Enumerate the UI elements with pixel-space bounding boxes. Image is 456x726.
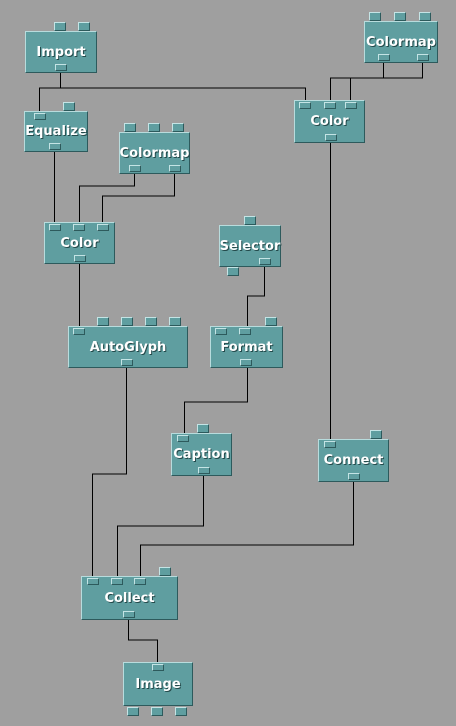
output-port[interactable] xyxy=(417,54,429,61)
input-port[interactable] xyxy=(345,102,357,109)
module-selector[interactable]: Selector xyxy=(219,216,281,276)
module-label: Selector xyxy=(219,238,281,254)
input-port[interactable] xyxy=(121,317,133,326)
module-colormap-left[interactable]: Colormap xyxy=(119,123,190,174)
input-port[interactable] xyxy=(197,424,209,433)
input-port[interactable] xyxy=(124,123,136,132)
wire-colormap-left-color-left-a xyxy=(79,174,135,222)
input-port[interactable] xyxy=(172,123,184,132)
input-port[interactable] xyxy=(369,12,381,21)
input-port[interactable] xyxy=(152,664,164,671)
output-port[interactable] xyxy=(151,707,163,716)
input-port[interactable] xyxy=(97,317,109,326)
output-port[interactable] xyxy=(198,467,210,474)
wire-collect-image xyxy=(128,620,158,662)
output-port[interactable] xyxy=(259,258,271,265)
module-label: Caption xyxy=(173,447,230,462)
module-label: Image xyxy=(135,676,181,692)
module-equalize[interactable]: Equalize xyxy=(24,102,88,152)
wire-caption-collect xyxy=(117,476,204,576)
wire-import-color-right xyxy=(60,73,306,100)
input-port[interactable] xyxy=(324,441,336,448)
input-port[interactable] xyxy=(145,317,157,326)
module-label: Equalize xyxy=(25,124,87,139)
module-label: Format xyxy=(220,339,273,355)
input-port[interactable] xyxy=(97,224,109,231)
output-port[interactable] xyxy=(123,611,135,618)
input-port[interactable] xyxy=(49,224,61,231)
input-port[interactable] xyxy=(324,102,336,109)
output-port[interactable] xyxy=(74,255,86,262)
module-color-left[interactable]: Color xyxy=(44,222,115,264)
module-label: Connect xyxy=(323,453,384,468)
input-port[interactable] xyxy=(134,578,146,585)
wire-import-equalize xyxy=(39,73,61,111)
input-port[interactable] xyxy=(63,102,75,111)
module-label: Collect xyxy=(104,590,155,606)
input-port[interactable] xyxy=(73,224,85,231)
input-port[interactable] xyxy=(159,567,171,576)
input-port[interactable] xyxy=(73,328,85,335)
input-port[interactable] xyxy=(370,430,382,439)
output-port[interactable] xyxy=(378,54,390,61)
module-image[interactable]: Image xyxy=(123,662,193,716)
wire-selector-format xyxy=(247,267,265,326)
wire-autoglyph-collect xyxy=(92,368,127,576)
wire-colormap-left-color-left-b xyxy=(102,174,175,222)
output-port[interactable] xyxy=(325,134,337,141)
output-port[interactable] xyxy=(240,359,252,366)
output-port[interactable] xyxy=(127,707,139,716)
input-port[interactable] xyxy=(148,123,160,132)
module-colormap-right[interactable]: Colormap xyxy=(364,12,438,63)
input-port[interactable] xyxy=(54,22,66,31)
input-port[interactable] xyxy=(111,578,123,585)
output-port[interactable] xyxy=(129,165,141,172)
output-port[interactable] xyxy=(121,359,133,366)
input-port[interactable] xyxy=(78,22,90,31)
module-label: Colormap xyxy=(366,34,436,50)
module-connect[interactable]: Connect xyxy=(318,430,389,482)
module-autoglyph[interactable]: AutoGlyph xyxy=(68,317,188,368)
input-port[interactable] xyxy=(169,317,181,326)
output-port[interactable] xyxy=(348,473,360,480)
module-caption[interactable]: Caption xyxy=(171,424,232,476)
input-port[interactable] xyxy=(177,435,189,442)
output-port[interactable] xyxy=(169,165,181,172)
output-port[interactable] xyxy=(227,267,239,276)
wire-colormap-right-color-right-b xyxy=(350,63,423,100)
module-label: AutoGlyph xyxy=(89,339,167,355)
input-port[interactable] xyxy=(299,102,311,109)
input-port[interactable] xyxy=(34,113,46,120)
input-port[interactable] xyxy=(265,317,277,326)
input-port[interactable] xyxy=(215,328,227,335)
input-port[interactable] xyxy=(87,578,99,585)
output-port[interactable] xyxy=(49,143,61,150)
module-label: Colormap xyxy=(119,145,190,161)
wire-colormap-right-color-right-a xyxy=(330,63,384,100)
input-port[interactable] xyxy=(244,216,256,225)
module-label: Color xyxy=(310,114,349,129)
wire-connect-collect xyxy=(140,482,354,576)
module-collect[interactable]: Collect xyxy=(81,567,178,620)
input-port[interactable] xyxy=(239,328,251,335)
module-label: Import xyxy=(36,44,86,60)
module-color-right[interactable]: Color xyxy=(294,100,365,143)
module-import[interactable]: Import xyxy=(25,22,97,73)
output-port[interactable] xyxy=(55,64,67,71)
input-port[interactable] xyxy=(394,12,406,21)
module-format[interactable]: Format xyxy=(210,317,283,368)
input-port[interactable] xyxy=(419,12,431,21)
wire-format-caption xyxy=(184,368,248,433)
output-port[interactable] xyxy=(175,707,187,716)
module-label: Color xyxy=(60,235,99,251)
